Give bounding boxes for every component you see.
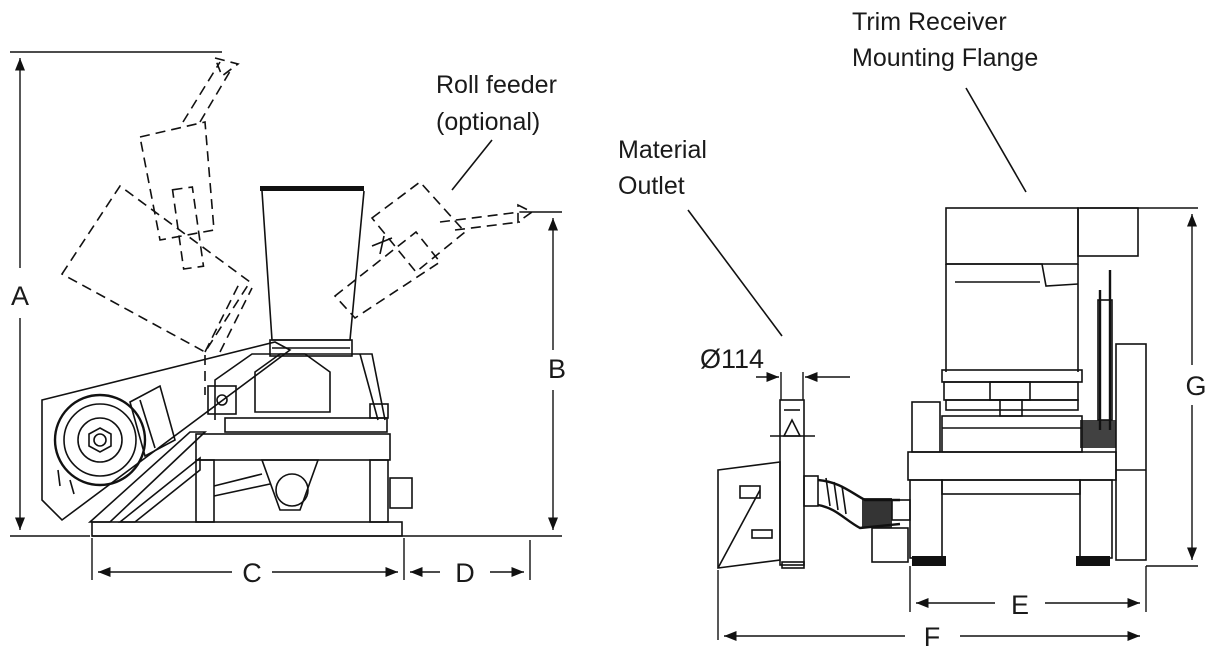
motor-assembly xyxy=(41,341,292,522)
front-view: Material Outlet Ø114 xyxy=(618,8,1207,652)
dimension-d-label: D xyxy=(455,558,475,588)
dimension-b-label: B xyxy=(548,354,566,384)
dimension-g: G xyxy=(1080,207,1207,567)
side-view: A xyxy=(10,51,566,588)
roll-feeder-label-line2: (optional) xyxy=(436,108,540,136)
roll-feeder-outline xyxy=(333,180,534,320)
dimension-f: F xyxy=(717,570,1140,652)
dimension-e-label: E xyxy=(1011,590,1029,620)
base-frame xyxy=(87,431,413,537)
dimension-a: A xyxy=(10,51,222,537)
conveying-hose xyxy=(817,477,911,563)
dimension-d: D xyxy=(410,540,531,588)
trim-receiver-callout: Trim Receiver Mounting Flange xyxy=(852,8,1038,193)
hopper-open-position xyxy=(60,56,253,395)
dimension-f-label: F xyxy=(924,622,941,648)
trim-receiver-label-line2: Mounting Flange xyxy=(852,44,1038,72)
hopper xyxy=(260,186,365,357)
side-cylinder xyxy=(1080,270,1147,561)
dimension-g-label: G xyxy=(1185,371,1206,401)
dimension-c: C xyxy=(91,538,405,588)
dimension-c-label: C xyxy=(242,558,262,588)
roll-feeder-label-line1: Roll feeder xyxy=(436,71,557,99)
granulator-body xyxy=(907,207,1139,566)
material-outlet-label-line2: Outlet xyxy=(618,172,685,200)
trim-receiver-label-line1: Trim Receiver xyxy=(852,8,1007,36)
dimension-e: E xyxy=(909,566,1147,620)
cutting-chamber xyxy=(207,353,389,433)
roll-feeder-callout: Roll feeder (optional) xyxy=(436,71,557,191)
material-outlet-label-line1: Material xyxy=(618,136,707,164)
material-outlet-callout: Material Outlet xyxy=(618,136,783,337)
dimension-b: B xyxy=(402,211,566,537)
diameter-label: Ø114 xyxy=(700,344,764,374)
blower-outlet xyxy=(717,399,819,569)
dimension-a-label: A xyxy=(11,281,29,311)
outlet-diameter-dimension: Ø114 xyxy=(700,344,850,400)
